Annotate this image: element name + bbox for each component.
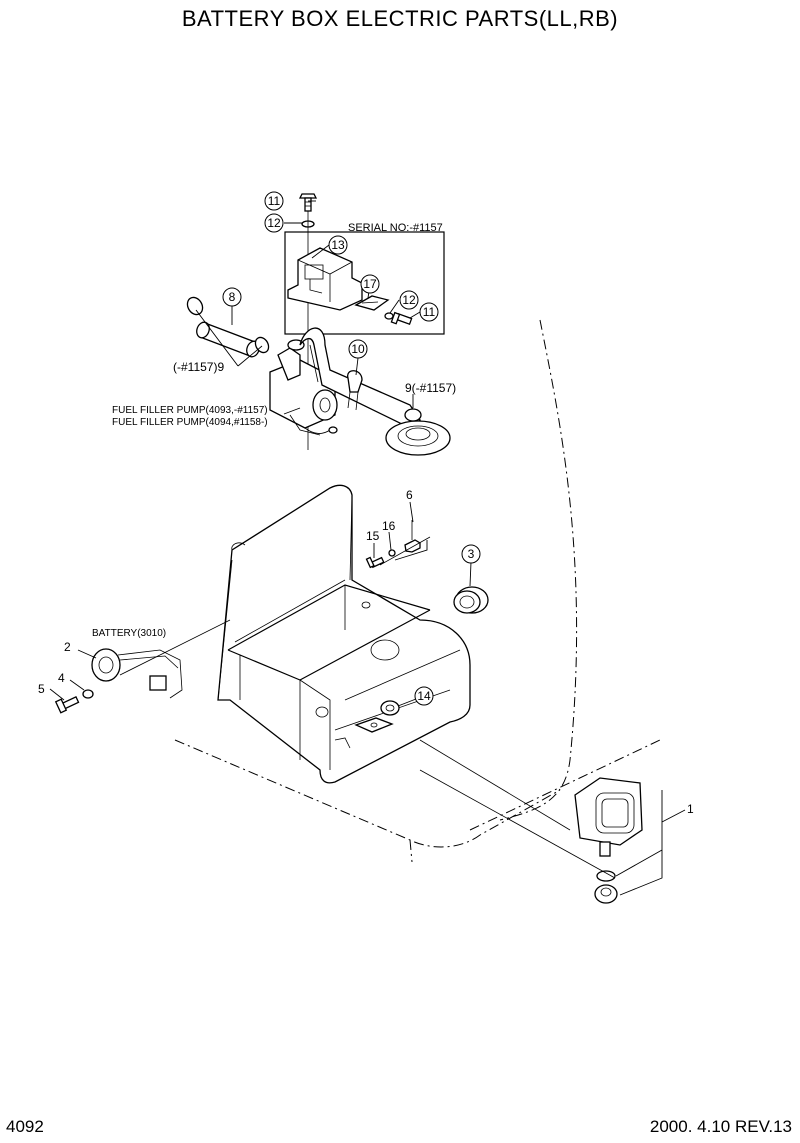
part-1-work-lamp: [419, 739, 643, 904]
callout-5: 5: [38, 682, 45, 696]
callout-3: 3: [468, 547, 475, 561]
callout-10: 10: [351, 342, 365, 356]
pump-note-2: FUEL FILLER PUMP(4094,#1158-): [112, 417, 268, 428]
callout-16: 16: [382, 519, 396, 533]
pump-note-1: FUEL FILLER PUMP(4093,-#1157): [112, 405, 268, 416]
page-title: BATTERY BOX ELECTRIC PARTS(LL,RB): [181, 6, 619, 31]
part-16-washer: [388, 549, 396, 557]
part-11-bolt-top: [298, 193, 318, 212]
callout-1: 1: [687, 802, 694, 816]
part-12-washer-right: [384, 312, 394, 320]
callout-4: 4: [58, 671, 65, 685]
callout-8: 8: [229, 290, 236, 304]
serial-ref-9-left: (-#1157)9: [173, 360, 224, 374]
battery-note: BATTERY(3010): [92, 628, 166, 639]
page-number: 4092: [6, 1117, 44, 1136]
serial-ref-9-right: 9(-#1157): [405, 381, 456, 395]
part-17-clip: [354, 295, 390, 311]
part-3-grommet: [453, 586, 489, 614]
fuel-filler-pump: [269, 339, 338, 436]
callout-2: 2: [64, 640, 71, 654]
serial-number-label: SERIAL NO:-#1157: [348, 222, 443, 234]
battery-box: [217, 484, 471, 784]
part-15-bolt: [365, 556, 385, 569]
part-4-washer: [82, 689, 94, 699]
leader-lines: [49, 200, 686, 896]
callout-14: 14: [417, 689, 431, 703]
serial-number-box: [284, 231, 445, 335]
revision-date: 2000. 4.10 REV.13: [649, 1117, 792, 1136]
callout-12-top: 12: [267, 216, 281, 230]
callout-6: 6: [406, 488, 413, 502]
part-13-bracket: [287, 247, 363, 311]
part-14-grommet: [354, 700, 400, 733]
callouts: 11 12 13 8 17 12 11 10 3 14: [222, 191, 481, 706]
part-10-clamp: [347, 370, 363, 411]
part-11-bolt-right: [390, 311, 413, 326]
callout-11-top: 11: [268, 194, 281, 208]
part-9-clamp-right: [404, 408, 422, 422]
callout-15: 15: [366, 529, 380, 543]
part-2-battery-terminal: [91, 648, 183, 699]
callout-13: 13: [331, 238, 345, 252]
callout-12-right: 12: [402, 293, 416, 307]
callout-17: 17: [363, 277, 377, 291]
callout-11-right: 11: [423, 305, 436, 319]
part-5-bolt: [54, 696, 80, 714]
filler-neck: [385, 420, 451, 456]
